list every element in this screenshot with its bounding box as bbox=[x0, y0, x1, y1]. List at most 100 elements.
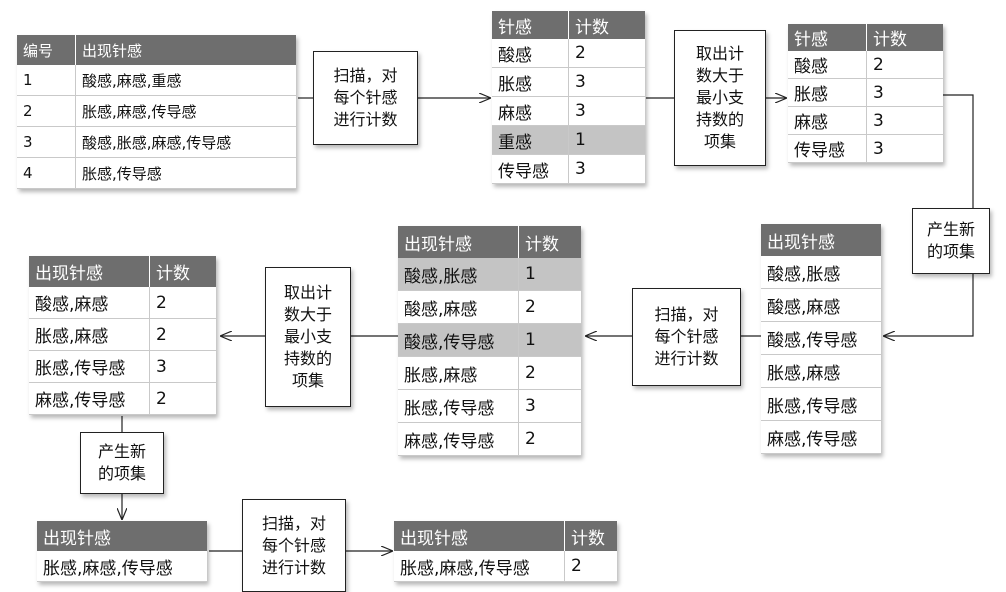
connector-t3-b3 bbox=[942, 94, 974, 208]
table-cell: 胀感 bbox=[788, 78, 867, 107]
box-text-line: 每个针感 bbox=[261, 535, 326, 555]
table-cell: 2 bbox=[518, 356, 581, 390]
box-text-line: 每个针感 bbox=[654, 327, 719, 346]
table-cell: 酸感,传导感 bbox=[398, 323, 519, 357]
column-header: 计数 bbox=[518, 226, 581, 258]
table-cell: 3 bbox=[518, 389, 581, 423]
table-cell: 传导感 bbox=[492, 154, 569, 184]
table-row: 胀感,麻感,传导感 bbox=[37, 551, 207, 582]
table-header-row: 针感计数 bbox=[788, 24, 943, 51]
table-cell: 麻感,传导感 bbox=[29, 382, 150, 415]
box-text-line: 进行计数 bbox=[333, 110, 398, 129]
scan-count-step-box: 扫描，对每个针感进行计数 bbox=[242, 499, 346, 592]
table-cell: 3 bbox=[866, 106, 943, 135]
box-text-line: 持数的 bbox=[695, 110, 744, 129]
table-cell: 胀感,传导感 bbox=[29, 350, 150, 383]
box-text: 扫描，对每个针感进行计数 bbox=[333, 65, 397, 131]
table-header-row: 出现针感计数 bbox=[394, 521, 617, 551]
table-cell: 胀感 bbox=[492, 67, 569, 97]
table-header-row: 出现针感 bbox=[761, 224, 881, 256]
box-text: 产生新的项集 bbox=[98, 441, 146, 485]
candidate-2-itemset-table: 出现针感酸感,胀感酸感,麻感酸感,传导感胀感,麻感胀感,传导感麻感,传导感 bbox=[761, 224, 881, 454]
arrow-b3-t4 bbox=[884, 274, 974, 336]
table-cell: 3 bbox=[568, 67, 645, 97]
box-text-line: 的项集 bbox=[97, 464, 146, 483]
box-text-line: 取出计 bbox=[695, 44, 744, 63]
column-header: 计数 bbox=[866, 24, 943, 51]
column-header: 计数 bbox=[149, 256, 216, 287]
scan-count-step-box: 扫描，对每个针感进行计数 bbox=[632, 288, 741, 386]
table-cell: 2 bbox=[518, 290, 581, 324]
table-cell: 胀感,传导感 bbox=[75, 157, 296, 189]
table-cell: 3 bbox=[866, 78, 943, 107]
table-header-row: 针感计数 bbox=[492, 11, 645, 39]
box-text-line: 项集 bbox=[703, 132, 736, 151]
box-text-line: 数大于 bbox=[283, 305, 332, 324]
table-cell: 1 bbox=[17, 65, 76, 96]
table-header-row: 出现针感计数 bbox=[29, 256, 216, 287]
table-cell: 2 bbox=[149, 382, 216, 415]
table-cell: 3 bbox=[568, 154, 645, 184]
table-cell: 传导感 bbox=[788, 134, 867, 163]
table-cell: 麻感 bbox=[788, 106, 867, 135]
table-cell: 酸感,胀感,麻感,传导感 bbox=[75, 126, 296, 158]
table-cell: 酸感 bbox=[492, 39, 569, 68]
box-text: 产生新的项集 bbox=[927, 219, 975, 263]
table-cell: 酸感,胀感 bbox=[761, 256, 881, 289]
table-row: 酸感,胀感 bbox=[761, 256, 881, 289]
column-header: 计数 bbox=[564, 521, 617, 551]
filter-min-support-step-box: 取出计数大于最小支持数的项集 bbox=[674, 30, 766, 166]
table-cell: 2 bbox=[518, 422, 581, 456]
table-header-row: 出现针感计数 bbox=[398, 226, 581, 258]
box-text: 扫描，对每个针感进行计数 bbox=[654, 304, 718, 370]
table-cell: 3 bbox=[568, 96, 645, 126]
table-cell: 胀感,传导感 bbox=[398, 389, 519, 423]
column-header: 出现针感 bbox=[394, 521, 565, 551]
table-header-row: 编号出现针感 bbox=[17, 35, 296, 65]
box-text-line: 项集 bbox=[291, 371, 324, 390]
box-text-line: 扫描，对 bbox=[654, 305, 719, 324]
box-text-line: 最小支 bbox=[283, 327, 332, 346]
table-cell: 酸感,麻感 bbox=[29, 287, 150, 319]
column-header: 编号 bbox=[17, 35, 76, 65]
table-cell: 酸感,麻感 bbox=[398, 290, 519, 324]
box-text-line: 每个针感 bbox=[333, 88, 398, 107]
column-header: 出现针感 bbox=[29, 256, 150, 287]
box-text-line: 取出计 bbox=[283, 283, 332, 302]
column-header: 出现针感 bbox=[398, 226, 519, 258]
table-cell: 麻感,传导感 bbox=[761, 420, 881, 454]
table-cell: 2 bbox=[866, 51, 943, 79]
table-cell: 酸感,胀感 bbox=[398, 258, 519, 291]
box-text-line: 持数的 bbox=[283, 349, 332, 368]
table-cell: 麻感,传导感 bbox=[398, 422, 519, 456]
table-cell: 1 bbox=[568, 125, 645, 155]
table-row: 麻感,传导感 bbox=[761, 420, 881, 454]
table-cell: 胀感,传导感 bbox=[761, 387, 881, 421]
filter-min-support-step-box: 取出计数大于最小支持数的项集 bbox=[265, 267, 351, 407]
column-header: 针感 bbox=[788, 24, 867, 51]
generate-itemsets-step-box: 产生新的项集 bbox=[80, 432, 164, 494]
table-cell: 重感 bbox=[492, 125, 569, 155]
